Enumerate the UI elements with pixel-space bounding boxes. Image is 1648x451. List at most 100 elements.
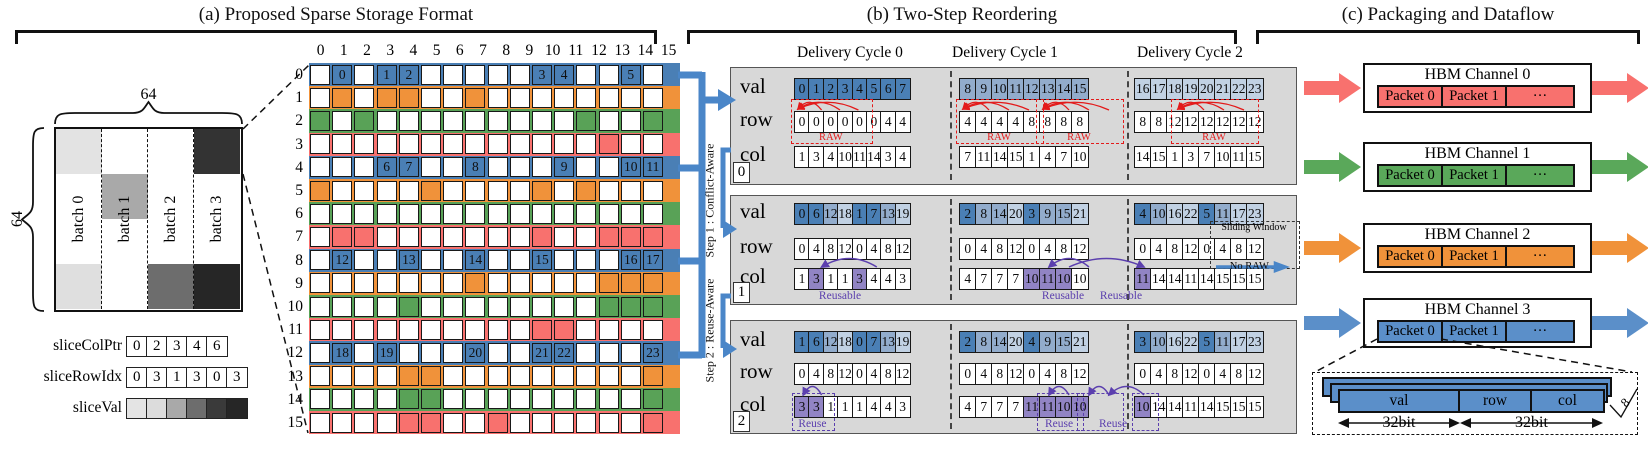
row-cell: 4 <box>1039 363 1057 385</box>
row-cell: 12 <box>837 363 854 385</box>
row-cell: 4 <box>975 238 993 260</box>
row-cell: 0 <box>959 238 977 260</box>
matrix-cell <box>376 110 397 131</box>
col-cell: 11 <box>975 146 993 168</box>
matrix-row <box>309 109 681 133</box>
row-cell: 8 <box>1166 363 1184 385</box>
matrix-cell: 14 <box>465 250 486 271</box>
row-cell: 8 <box>1055 363 1073 385</box>
matrix-cell <box>354 64 375 85</box>
matrix-cell <box>576 296 597 317</box>
array-label-val: val <box>740 74 766 98</box>
matrix-cell <box>531 180 552 201</box>
matrix-cell <box>509 366 530 387</box>
grid-col-header: 0 <box>316 42 325 59</box>
row-cell: 12 <box>1182 363 1200 385</box>
matrix-cell: 2 <box>398 64 419 85</box>
packet-segment-val: val <box>1338 389 1460 413</box>
val-cell: 18 <box>837 203 854 225</box>
col-cell: 11 <box>1039 268 1057 290</box>
grid-col-header: 2 <box>363 42 371 59</box>
val-cell: 15 <box>1055 331 1073 353</box>
matrix-cell <box>332 110 353 131</box>
matrix-cell: 18 <box>332 342 353 363</box>
matrix-cell <box>376 296 397 317</box>
val-cell: 19 <box>1182 78 1200 100</box>
val-cell: 20 <box>1198 78 1216 100</box>
matrix-cell <box>332 180 353 201</box>
matrix-cell <box>487 157 508 178</box>
col-cell: 14 <box>1198 268 1216 290</box>
col-cell: 4 <box>1039 146 1057 168</box>
val-cell: 12 <box>822 203 839 225</box>
val-cell: 15 <box>1055 203 1073 225</box>
grid-row-header: 15 <box>287 414 304 431</box>
matrix-cell <box>376 319 397 340</box>
row-cell: 8 <box>1055 238 1073 260</box>
panel-c-bracket <box>1256 30 1640 44</box>
matrix-cell <box>554 273 575 294</box>
grid-row-header: 12 <box>287 344 304 362</box>
matrix-cell <box>332 203 353 224</box>
val-cell: 19 <box>894 331 911 353</box>
panel-c-title: (c) Packaging and Dataflow <box>1341 4 1555 25</box>
val-cell: 8 <box>975 331 993 353</box>
matrix-cell <box>443 273 464 294</box>
grid-row-header: 2 <box>295 112 303 130</box>
block-id-badge: 2 <box>733 411 750 432</box>
row-cell: 4 <box>1150 238 1168 260</box>
grid-col-header: 5 <box>432 42 441 59</box>
matrix-cell <box>354 134 375 155</box>
matrix-cell <box>598 412 619 433</box>
slice-cell <box>226 398 248 419</box>
val-cell: 5 <box>1198 331 1216 353</box>
matrix-cell <box>576 412 597 433</box>
cycle-header-2: Delivery Cycle 2 <box>1137 44 1243 61</box>
row-cell: 4 <box>808 238 825 260</box>
matrix-row <box>309 202 681 226</box>
matrix-cell <box>354 412 375 433</box>
packet-cell: Packet 0 <box>1377 164 1443 187</box>
matrix-row <box>309 132 681 156</box>
matrix-cell <box>598 296 619 317</box>
col-cell: 11 <box>1182 268 1200 290</box>
matrix-cell <box>465 296 486 317</box>
matrix-cell <box>332 134 353 155</box>
matrix-cell <box>376 389 397 410</box>
raw-label: RAW <box>1202 132 1226 143</box>
matrix-cell <box>554 180 575 201</box>
matrix-cell <box>465 412 486 433</box>
matrix-cell <box>332 319 353 340</box>
matrix-cell <box>598 342 619 363</box>
reuse-box <box>1036 393 1084 431</box>
val-cell: 11 <box>1007 78 1025 100</box>
val-cell: 20 <box>1007 331 1025 353</box>
matrix-cell <box>576 273 597 294</box>
matrix-cell <box>642 87 663 108</box>
grid-col-header: 13 <box>614 42 630 59</box>
row-cell: 0 <box>1023 363 1041 385</box>
matrix-cell <box>398 389 419 410</box>
row-cell: 12 <box>1007 363 1025 385</box>
matrix-cell <box>554 226 575 247</box>
array-label-val: val <box>740 199 766 223</box>
matrix-cell <box>576 342 597 363</box>
row-cell: 0 <box>1023 238 1041 260</box>
matrix-cell <box>509 64 530 85</box>
matrix-cell <box>509 319 530 340</box>
val-cell: 6 <box>880 78 897 100</box>
matrix-cell <box>310 180 331 201</box>
col-cell: 7 <box>991 396 1009 418</box>
matrix-cell <box>398 203 419 224</box>
matrix-row <box>309 225 681 249</box>
reuse-label: Reuse <box>1044 418 1074 430</box>
panel-a-bracket <box>15 30 657 44</box>
matrix-cell <box>620 296 641 317</box>
